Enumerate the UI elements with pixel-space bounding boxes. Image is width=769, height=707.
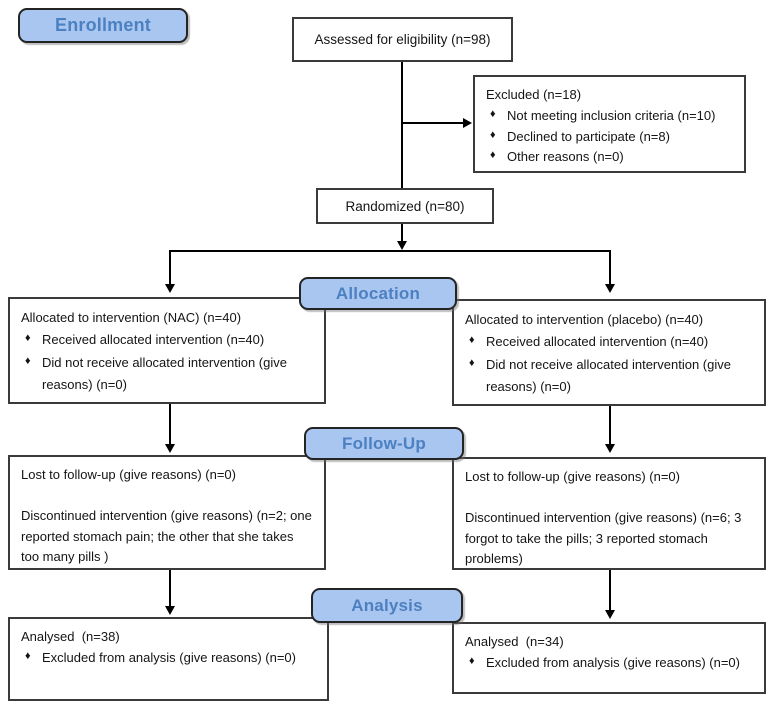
assessed-eligibility-text: Assessed for eligibility (n=98): [314, 32, 491, 47]
connector-assessed-randomized: [401, 62, 403, 188]
randomized-text: Randomized (n=80): [345, 198, 465, 214]
diamond-bullet-icon: ♦: [25, 332, 31, 345]
allocation-nac-title: Allocated to intervention (NAC) (n=40): [21, 310, 242, 325]
allocation-placebo-title: Allocated to intervention (placebo) (n=4…: [465, 312, 704, 327]
followup-placebo-box: Lost to follow-up (give reasons) (n=0) D…: [452, 457, 766, 570]
analysis-stage-badge: Analysis: [311, 588, 463, 623]
allocation-placebo-box: Allocated to intervention (placebo) (n=4…: [452, 299, 766, 406]
allocation-placebo-bullet-1: ♦ Received allocated intervention (n=40): [465, 331, 753, 353]
diamond-bullet-icon: ♦: [25, 649, 31, 662]
diamond-bullet-icon: ♦: [490, 128, 496, 141]
arrow-down-icon: [605, 284, 615, 293]
diamond-bullet-icon: ♦: [490, 149, 496, 162]
allocation-nac-bullet-1: ♦ Received allocated intervention (n=40): [21, 329, 313, 351]
followup-nac-box: Lost to follow-up (give reasons) (n=0) D…: [8, 455, 326, 570]
analysis-nac-box: Analysed (n=38) ♦ Excluded from analysis…: [8, 617, 329, 701]
allocation-stage-badge: Allocation: [299, 277, 457, 310]
followup-nac-lost: Lost to follow-up (give reasons) (n=0): [21, 467, 236, 482]
connector-split-alloc-left: [169, 250, 171, 285]
arrow-right-icon: [463, 118, 472, 128]
analysis-placebo-bullet-1: ♦ Excluded from analysis (give reasons) …: [465, 653, 753, 674]
connector-split-alloc-right: [609, 250, 611, 285]
diamond-bullet-icon: ♦: [469, 654, 475, 667]
diamond-bullet-icon: ♦: [25, 354, 31, 367]
randomized-box: Randomized (n=80): [316, 188, 494, 224]
excluded-bullet-1: ♦ Not meeting inclusion criteria (n=10): [486, 106, 733, 127]
allocation-placebo-bullet-2: ♦ Did not receive allocated intervention…: [465, 354, 753, 399]
allocation-nac-box: Allocated to intervention (NAC) (n=40) ♦…: [8, 297, 326, 404]
arrow-down-icon: [165, 444, 175, 453]
connector-randomized-split: [401, 224, 403, 242]
analysis-nac-bullet-1: ♦ Excluded from analysis (give reasons) …: [21, 648, 316, 669]
excluded-title: Excluded (n=18): [486, 87, 582, 102]
excluded-bullet-3: ♦ Other reasons (n=0): [486, 147, 733, 168]
analysis-placebo-title: Analysed (n=34): [465, 634, 564, 649]
diamond-bullet-icon: ♦: [469, 334, 475, 347]
excluded-bullet-2: ♦ Declined to participate (n=8): [486, 127, 733, 148]
excluded-box: Excluded (n=18) ♦ Not meeting inclusion …: [473, 75, 746, 173]
followup-placebo-lost: Lost to follow-up (give reasons) (n=0): [465, 469, 680, 484]
connector-followup-analysis-right: [609, 570, 611, 611]
connector-alloc-followup-left: [169, 403, 171, 445]
connector-to-excluded: [402, 122, 463, 124]
arrow-down-icon: [605, 444, 615, 453]
arrow-down-icon: [165, 606, 175, 615]
diamond-bullet-icon: ♦: [490, 107, 496, 120]
analysis-placebo-box: Analysed (n=34) ♦ Excluded from analysis…: [452, 622, 766, 694]
arrow-down-icon: [165, 284, 175, 293]
split-branch-line: [169, 250, 611, 252]
followup-placebo-discontinued: Discontinued intervention (give reasons)…: [465, 509, 746, 567]
arrow-down-icon: [397, 241, 407, 250]
arrow-down-icon: [605, 610, 615, 619]
connector-alloc-followup-right: [609, 405, 611, 445]
assessed-eligibility-box: Assessed for eligibility (n=98): [292, 17, 513, 62]
connector-followup-analysis-left: [169, 570, 171, 607]
diamond-bullet-icon: ♦: [469, 356, 475, 369]
followup-nac-discontinued: Discontinued intervention (give reasons)…: [21, 507, 316, 565]
allocation-nac-bullet-2: ♦ Did not receive allocated intervention…: [21, 352, 313, 397]
analysis-nac-title: Analysed (n=38): [21, 629, 120, 644]
enrollment-stage-badge: Enrollment: [18, 8, 188, 43]
followup-stage-badge: Follow-Up: [304, 427, 464, 460]
